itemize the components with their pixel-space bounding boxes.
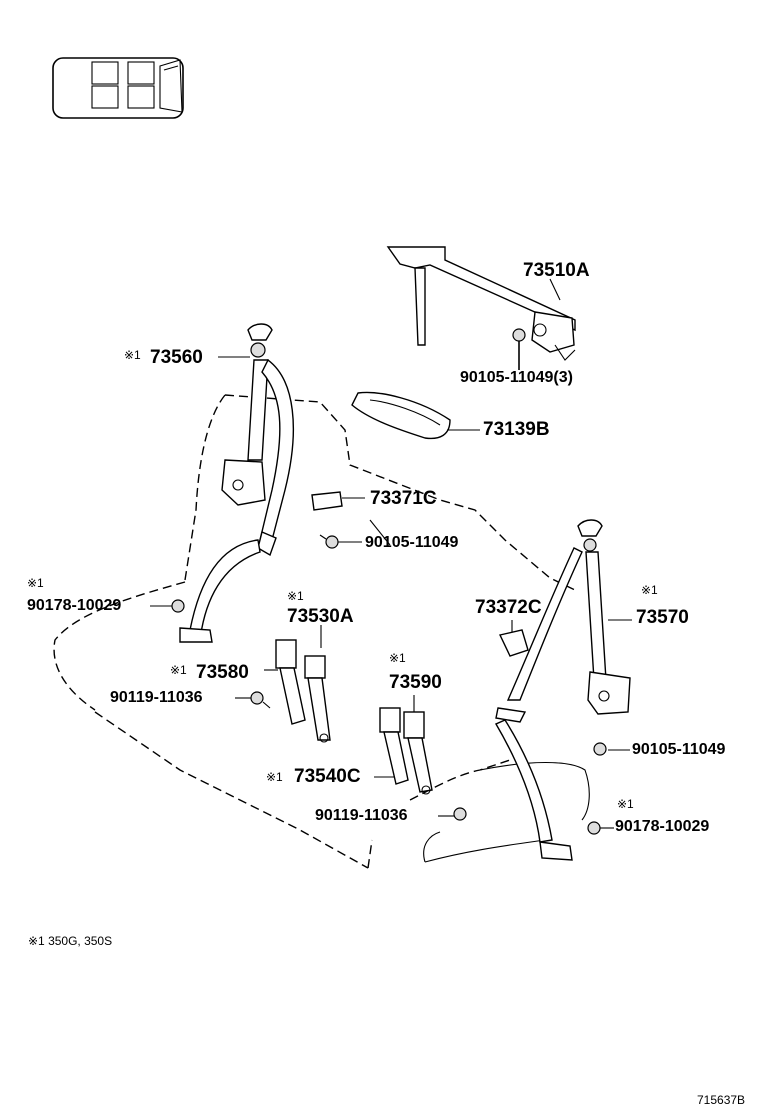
- callout-73540C-mark: ※1: [266, 770, 283, 784]
- footnote: ※1 350G, 350S: [28, 934, 113, 948]
- callout-73372C: 73372C: [475, 597, 542, 618]
- rear-seat-outline: [53, 394, 590, 869]
- bolt-90119-left: [235, 691, 271, 709]
- callout-90178-10029-left: 90178-10029: [27, 597, 122, 614]
- callout-73570: 73570: [636, 607, 689, 628]
- part-73371C-drawing: [311, 491, 365, 511]
- part-73590-drawing: [403, 711, 433, 795]
- part-73580-drawing: [264, 639, 306, 725]
- diagram-code: 715637B: [697, 1093, 746, 1107]
- callout-73560-mark: ※1: [124, 348, 141, 362]
- callout-73530A-mark: ※1: [287, 589, 304, 603]
- bolt-90119-bottom: [438, 807, 467, 821]
- nut-90178-left: [150, 599, 185, 613]
- callout-90105-11049-3: 90105-11049(3): [460, 369, 573, 386]
- callout-73560: 73560: [150, 347, 203, 368]
- callout-73570-mark: ※1: [641, 583, 658, 597]
- callout-90178-10029-right-mark: ※1: [617, 797, 634, 811]
- callout-73590: 73590: [389, 672, 442, 693]
- callout-73530A: 73530A: [287, 606, 354, 627]
- callout-73540C: 73540C: [294, 766, 361, 787]
- callout-90119-11036-bottom: 90119-11036: [315, 807, 408, 824]
- part-73530A-drawing: [304, 655, 331, 743]
- callout-73510A: 73510A: [523, 260, 590, 281]
- callout-90105-11049-right: 90105-11049: [632, 741, 726, 758]
- callout-90105-11049-mid: 90105-11049: [365, 534, 459, 551]
- part-73570-drawing: [495, 519, 631, 861]
- callout-73139B: 73139B: [483, 419, 550, 440]
- callout-90178-10029-right: 90178-10029: [615, 818, 710, 835]
- part-73540C-drawing: [379, 707, 409, 785]
- callout-90119-11036-left: 90119-11036: [110, 689, 203, 706]
- part-73560-drawing: [179, 323, 295, 643]
- part-73139B-drawing: [351, 391, 451, 440]
- callout-90178-10029-left-mark: ※1: [27, 576, 44, 590]
- callout-73371C: 73371C: [370, 488, 437, 509]
- part-73510A-drawing: [386, 246, 576, 361]
- callout-73580-mark: ※1: [170, 663, 187, 677]
- bolt-90105-top: [512, 328, 526, 370]
- callout-73590-mark: ※1: [389, 651, 406, 665]
- part-73372C-drawing: [498, 620, 529, 657]
- bolt-90105-right: [593, 742, 630, 756]
- nut-90178-right: [587, 821, 614, 835]
- bolt-90105-mid: [319, 534, 362, 549]
- callout-73580: 73580: [196, 662, 249, 683]
- vehicle-seat-layout-icon: [52, 57, 184, 119]
